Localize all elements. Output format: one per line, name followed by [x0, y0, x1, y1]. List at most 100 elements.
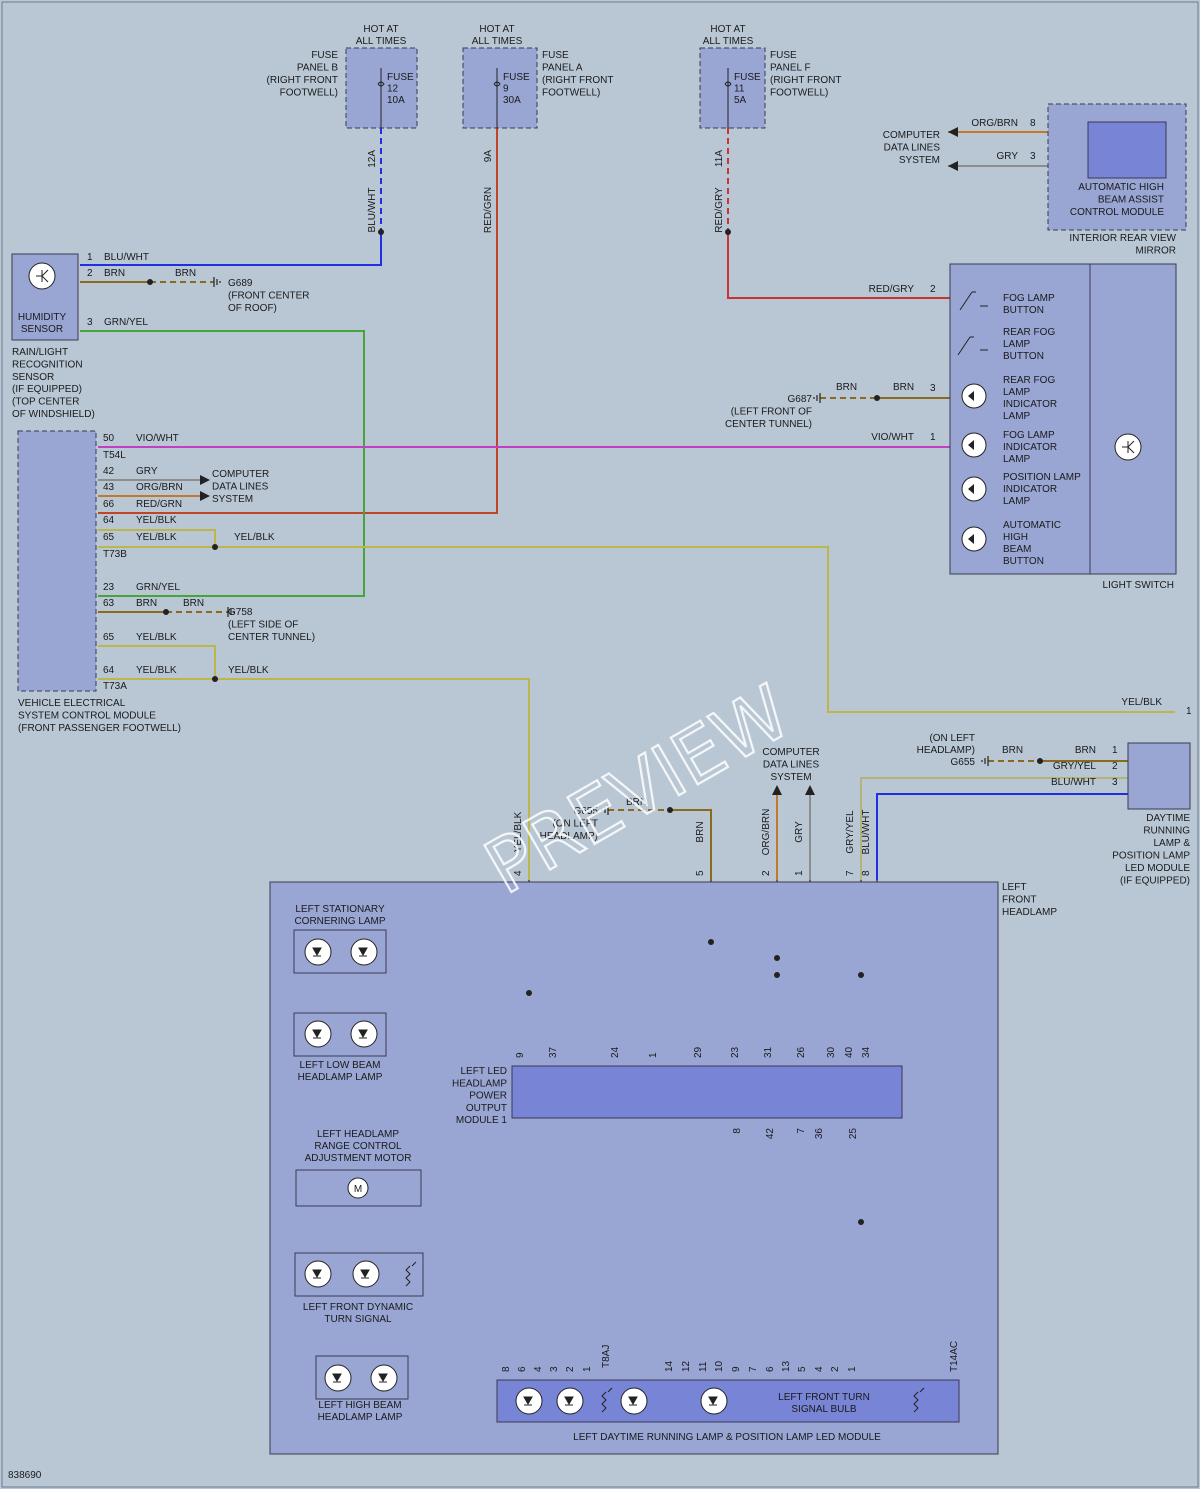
pin-number: 8 — [861, 870, 872, 876]
power-module-label: POWER — [469, 1091, 507, 1102]
light-switch-item-label: LAMP — [1003, 454, 1031, 465]
range-control-label: ADJUSTMENT MOTOR — [305, 1153, 412, 1164]
wire-brn-headlamp — [670, 809, 712, 880]
led-bulb-icon — [352, 1260, 380, 1288]
pin-number: 8 — [732, 1128, 743, 1134]
fuse-rating-label: FUSE — [387, 72, 414, 83]
pin-number: 65 — [103, 632, 115, 643]
wire-color-label: YEL/BLK — [136, 632, 177, 643]
wire-color-label: BRN — [893, 382, 914, 393]
pin-number: 50 — [103, 433, 115, 444]
pin-number: 42 — [765, 1128, 776, 1140]
connector-label: T73A — [103, 681, 127, 692]
wire-color-label: ORG/BRN — [761, 809, 772, 856]
led-bulb-icon — [304, 1260, 332, 1288]
pin-number: 1 — [582, 1366, 593, 1372]
ground-label: (ON LEFT — [552, 819, 598, 830]
wire-color-label: BLU/WHT — [104, 252, 149, 263]
pin-number: 5 — [797, 1366, 808, 1372]
pin-number: 8 — [1030, 118, 1036, 129]
led-bulb-icon — [700, 1387, 728, 1415]
ground-label: (ON LEFT — [929, 733, 975, 744]
light-switch-item-label: BEAM — [1003, 544, 1031, 555]
fuse-pin-label: 11A — [714, 150, 725, 167]
light-switch-item-label: BUTTON — [1003, 305, 1044, 316]
pin-number: 2 — [565, 1366, 576, 1372]
pin-number: 64 — [103, 665, 115, 676]
pin-number: 1 — [847, 1366, 858, 1372]
pin-number: 24 — [610, 1046, 621, 1058]
light-switch-item-label: LAMP — [1003, 387, 1031, 398]
fuse-panel-label: FOOTWELL) — [770, 88, 828, 99]
drl-module-label: POSITION LAMP — [1112, 851, 1190, 862]
wire-color-label: BRN — [626, 797, 647, 808]
wire-yelblk-65-low — [98, 645, 216, 679]
wire-bluwht-drl — [876, 793, 1128, 880]
turn-signal-label: LEFT FRONT DYNAMIC — [303, 1302, 413, 1313]
wire-yelblk-64 — [98, 529, 216, 547]
ground-symbols — [213, 277, 989, 815]
data-lines-label: COMPUTER — [212, 469, 269, 480]
connector-label: T54L — [103, 450, 126, 461]
turn-bulb-label: SIGNAL BULB — [791, 1404, 857, 1415]
rain-sensor-block — [11, 253, 79, 341]
pin-number: 11 — [698, 1361, 709, 1372]
pin-number: 3 — [930, 383, 936, 394]
fuse-rating-label: FUSE — [503, 72, 530, 83]
pin-number: 25 — [848, 1128, 859, 1140]
fuse-panel-label: FUSE — [542, 50, 569, 61]
wire-color-label: RED/GRY — [869, 284, 915, 295]
wire-color-label: BRN — [1002, 745, 1023, 756]
pin-number: 4 — [533, 1366, 544, 1372]
headlamp-block — [269, 881, 999, 1455]
wire-color-label: YEL/BLK — [1121, 697, 1162, 708]
dynamic-signal-icon — [913, 1387, 925, 1413]
pin-number: 63 — [103, 598, 115, 609]
drl-module-label: LED MODULE — [1125, 863, 1190, 874]
pin-number: 2 — [930, 284, 936, 295]
wire-color-label: BRN — [836, 382, 857, 393]
pin-number: 6 — [517, 1366, 528, 1372]
wire-color-label: ORG/BRN — [136, 482, 183, 493]
pin-number: 3 — [549, 1366, 560, 1372]
wire-color-label: RED/GRN — [136, 499, 182, 510]
mirror-block — [1047, 103, 1187, 231]
pin-number: 1 — [648, 1052, 659, 1058]
light-switch-item-label: HIGH — [1003, 532, 1028, 543]
ground-label: HEADLAMP) — [917, 745, 975, 756]
fuse-rating-label: 12 — [387, 84, 399, 95]
fuse-wire-label: RED/GRN — [483, 187, 494, 233]
wire-color-label: BRN — [136, 598, 157, 609]
led-bulb-icon — [304, 1020, 332, 1048]
pin-number: 23 — [103, 582, 115, 593]
led-bulb-icon — [515, 1387, 543, 1415]
ground-label: G689 — [228, 278, 253, 289]
wire-color-label: BLU/WHT — [1051, 777, 1096, 788]
led-bulb-icon — [304, 938, 332, 966]
led-bulb-icon — [556, 1387, 584, 1415]
fuse-panel-label: FOOTWELL) — [280, 88, 338, 99]
fuse-wire-label: RED/GRY — [714, 187, 725, 233]
cornering-lamp-label: CORNERING LAMP — [294, 916, 385, 927]
ground-label: OF ROOF) — [228, 303, 277, 314]
turn-signal-label: TURN SIGNAL — [324, 1314, 392, 1325]
drl-module-label: (IF EQUIPPED) — [1120, 876, 1190, 887]
pin-number: 12 — [681, 1360, 692, 1372]
fuse-panel-label: (RIGHT FRONT — [267, 75, 338, 86]
wire-color-label: YEL/BLK — [513, 811, 524, 852]
light-switch-item-label: REAR FOG — [1003, 375, 1055, 386]
dynamic-signal-icon — [601, 1387, 613, 1413]
fuse-hot-label: HOT AT — [710, 24, 745, 35]
light-switch-item-label: INDICATOR — [1003, 399, 1057, 410]
fuse-hot-label: HOT AT — [363, 24, 398, 35]
data-lines-label: DATA LINES — [763, 760, 820, 771]
light-switch-item-label: INDICATOR — [1003, 484, 1057, 495]
mirror-label: MIRROR — [1135, 246, 1176, 257]
pin-number: 1 — [87, 252, 93, 263]
light-switch-item-label: FOG LAMP — [1003, 293, 1055, 304]
low-beam-label: HEADLAMP LAMP — [298, 1072, 383, 1083]
fuse-panels — [345, 47, 766, 129]
light-switch-item-label: LAMP — [1003, 496, 1031, 507]
ground-label: G758 — [228, 607, 253, 618]
